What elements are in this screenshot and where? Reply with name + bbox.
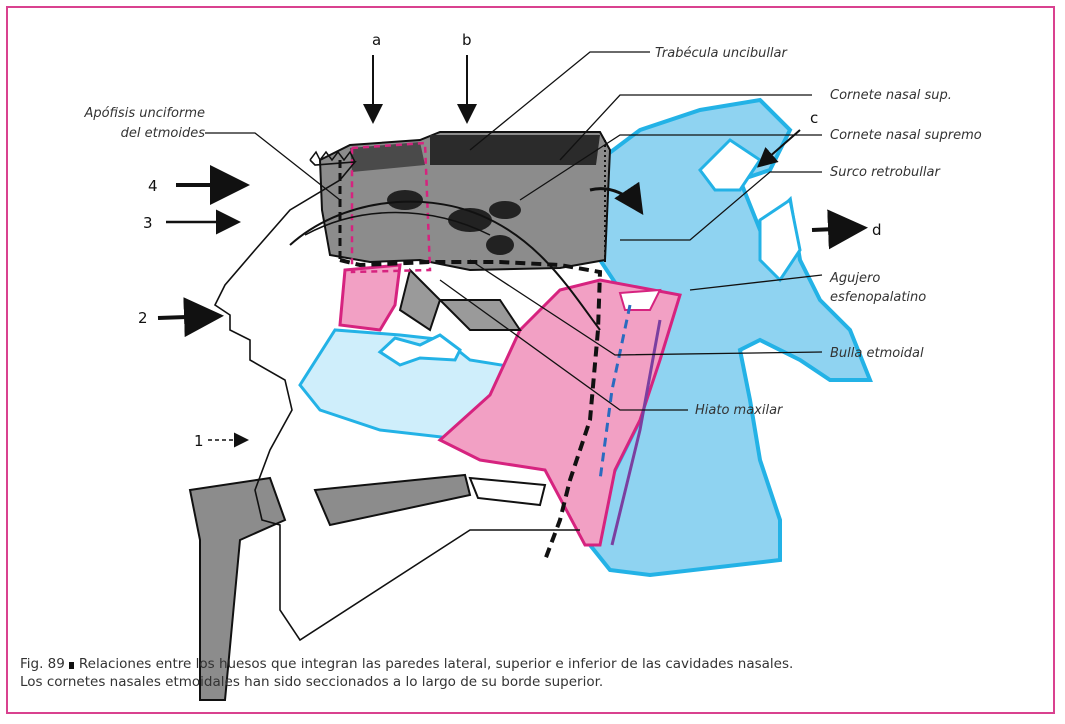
label-surco: Surco retrobullar [830,165,941,180]
arrow-2 [158,316,216,318]
letter-b: b [462,31,472,49]
label-cornete-supremo: Cornete nasal supremo [830,128,982,143]
square-bullet-icon [69,662,74,669]
number-1: 1 [194,432,204,450]
label-apofisis-1: Apófisis unciforme [83,106,205,121]
letter-d: d [872,221,882,239]
label-cornete-sup: Cornete nasal sup. [830,88,952,103]
number-2: 2 [138,309,148,327]
label-hiato: Hiato maxilar [695,403,784,418]
figure-caption: Fig. 89 Relaciones entre los huesos que i… [20,655,1030,691]
label-bulla: Bulla etmoidal [830,346,924,361]
label-apofisis-2: del etmoides [121,126,206,141]
caption-line-2: Los cornetes nasales etmoidales han sido… [20,673,1030,691]
arrow-d [812,228,860,230]
letter-a: a [372,31,381,49]
label-agujero-1: Agujero [829,271,880,286]
caption-prefix: Fig. 89 [20,656,65,672]
label-trabecula: Trabécula uncibullar [655,46,789,61]
label-agujero-2: esfenopalatino [830,290,926,305]
number-3: 3 [143,214,153,232]
letter-c: c [810,109,818,127]
number-4: 4 [148,177,158,195]
caption-text-1: Relaciones entre los huesos que integran… [79,656,793,672]
caption-line-1: Fig. 89 Relaciones entre los huesos que i… [20,655,1030,673]
